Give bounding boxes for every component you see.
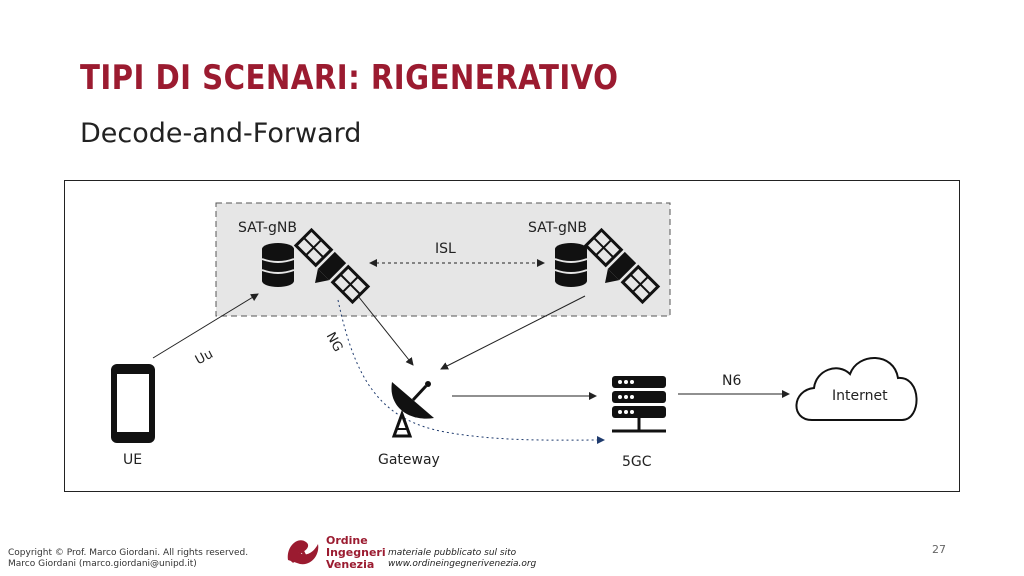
server-rack-icon [612, 376, 666, 433]
copyright-text: Copyright © Prof. Marco Giordani. All ri… [8, 548, 248, 570]
cloud-icon [795, 357, 918, 421]
logo-line: Ingegneri [326, 546, 386, 559]
satellite-dish-icon [391, 381, 434, 438]
sat-gateway-link [440, 295, 586, 370]
material-line: materiale pubblicato sul sito [388, 548, 517, 558]
sat-gnb-right-label: SAT-gNB [528, 220, 587, 236]
smartphone-icon [111, 364, 155, 443]
diagram-frame [64, 180, 960, 492]
internet-label: Internet [832, 388, 888, 404]
material-note: materiale pubblicato sul sito www.ordine… [388, 548, 536, 570]
ng-link [337, 299, 605, 445]
server-stack-icon [261, 243, 295, 287]
uu-link [152, 293, 259, 359]
isl-label: ISL [435, 241, 456, 257]
slide-subtitle: Decode-and-Forward [80, 118, 362, 149]
page-number: 27 [932, 543, 946, 556]
server-stack-icon [554, 243, 588, 287]
ordine-logo-icon [287, 540, 319, 565]
gateway-label: Gateway [378, 452, 440, 468]
sat-gnb-left-label: SAT-gNB [238, 220, 297, 236]
satellite-icon [583, 227, 661, 305]
n6-label: N6 [722, 373, 742, 389]
sat-gateway-link [357, 295, 414, 366]
website-line: www.ordineingegnerivenezia.org [388, 559, 537, 569]
copyright-line: Copyright © Prof. Marco Giordani. All ri… [8, 548, 249, 558]
slide-title: TIPI DI SCENARI: RIGENERATIVO [80, 58, 619, 98]
ordine-logo-text: Ordine Ingegneri Venezia [326, 535, 386, 571]
logo-line: Ordine [326, 534, 368, 547]
author-line: Marco Giordani (marco.giordani@unipd.it) [8, 559, 197, 569]
logo-line: Venezia [326, 558, 375, 571]
core-label: 5GC [622, 454, 652, 470]
ue-label: UE [123, 452, 143, 468]
satellite-icon [293, 227, 371, 305]
